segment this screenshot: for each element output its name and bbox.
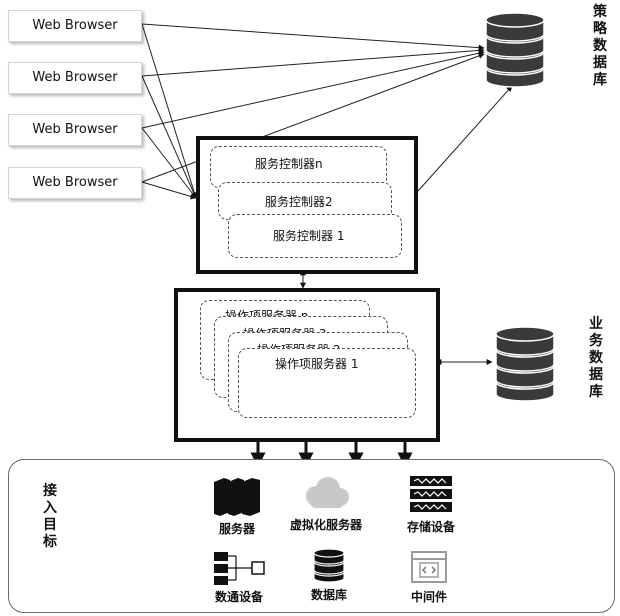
target-virtualization-server: 虚拟化服务器	[290, 476, 362, 532]
middleware-icon	[411, 551, 447, 583]
access-targets-panel	[8, 459, 615, 613]
target-storage: 存储设备	[407, 474, 455, 534]
operation-server-card: 操作项服务器 1	[238, 348, 416, 418]
policy-db-controller-link	[409, 85, 513, 201]
storage-icon	[410, 476, 452, 512]
target-label: 虚拟化服务器	[289, 518, 362, 532]
web-browser-label: Web Browser	[32, 122, 118, 137]
target-middleware: 中间件	[410, 550, 448, 604]
access-targets-title: 接入目标	[43, 483, 57, 550]
cloud-icon	[306, 477, 349, 508]
target-label: 服务器	[218, 522, 255, 536]
service-controller-label: 服务控制器2	[265, 195, 333, 209]
service-controller-label: 服务控制器n	[255, 157, 323, 171]
target-label: 存储设备	[406, 520, 455, 534]
operation-server-panel: 操作项服务器 n 操作项服务器 3 操作项服务器 2 操作项服务器 1	[174, 288, 440, 442]
service-controller-card: 服务控制器 1	[228, 214, 402, 258]
target-label: 中间件	[410, 590, 447, 604]
target-label: 数据库	[310, 588, 347, 602]
database-icon	[313, 548, 345, 583]
web-browser-label: Web Browser	[32, 70, 118, 85]
web-browser-box: Web Browser	[8, 10, 142, 42]
web-browser-box: Web Browser	[8, 62, 142, 94]
business-database-label: 业务数据库	[589, 316, 603, 400]
network-device-icon	[214, 552, 265, 585]
web-browser-box: Web Browser	[8, 167, 142, 199]
business-database-icon	[495, 326, 555, 402]
service-controller-label: 服务控制器 1	[273, 229, 345, 243]
operation-server-label: 操作项服务器 1	[275, 357, 359, 371]
web-browser-box: Web Browser	[8, 114, 142, 146]
policy-database-icon	[485, 12, 545, 88]
service-controller-card: 服务控制器n	[210, 146, 387, 188]
target-database: 数据库	[311, 548, 347, 602]
target-network-device: 数通设备	[212, 550, 266, 604]
web-browser-label: Web Browser	[32, 18, 118, 33]
web-browser-label: Web Browser	[32, 175, 118, 190]
browser-to-controller-lines	[141, 23, 198, 200]
service-controller-card: 服务控制器2	[218, 182, 392, 220]
target-server: 服务器	[212, 476, 262, 536]
target-label: 数通设备	[214, 590, 263, 604]
service-controller-panel: 服务控制器n 服务控制器2 服务控制器 1	[196, 136, 418, 274]
policy-database-label: 策略数据库	[593, 4, 607, 88]
server-icon	[214, 478, 260, 516]
